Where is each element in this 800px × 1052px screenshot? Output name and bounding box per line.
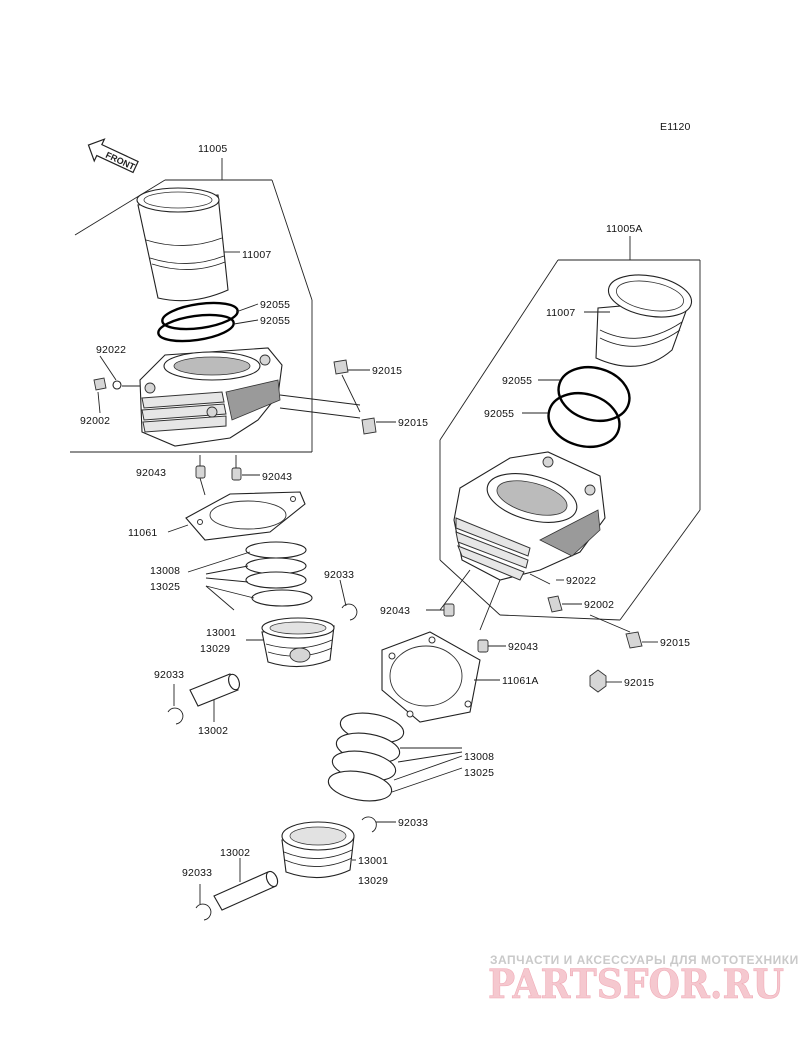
diagram-code: E1120 xyxy=(660,121,691,133)
left-o-rings xyxy=(157,301,239,343)
right-bolt-92002 xyxy=(547,595,563,613)
label-11007-left: 11007 xyxy=(242,249,271,261)
left-piston-pin xyxy=(189,673,240,707)
left-dowels xyxy=(195,465,242,481)
right-nut-92015-lower xyxy=(589,669,607,693)
right-piston-pin xyxy=(213,870,279,911)
label-92015-left-2: 92015 xyxy=(398,417,428,429)
left-nut-92015-lower xyxy=(361,417,377,435)
label-13001-right: 13001 xyxy=(358,855,388,867)
label-13025-left: 13025 xyxy=(150,581,180,593)
left-circlip-lower xyxy=(167,707,184,725)
right-base-gasket xyxy=(381,631,481,723)
right-o-rings xyxy=(547,366,631,448)
label-92043-left-1: 92043 xyxy=(136,467,166,479)
label-13002-right: 13002 xyxy=(220,847,250,859)
front-arrow-icon: FRONT xyxy=(87,138,139,174)
label-92022-left: 92022 xyxy=(96,344,126,356)
label-92055-left-2: 92055 xyxy=(260,315,290,327)
left-base-gasket xyxy=(185,491,306,541)
label-13029-right: 13029 xyxy=(358,875,388,887)
label-92055-right-2: 92055 xyxy=(484,408,514,420)
label-92043-right-2: 92043 xyxy=(508,641,538,653)
label-13001-left: 13001 xyxy=(206,627,236,639)
label-92043-right-1: 92043 xyxy=(380,605,410,617)
left-circlip-upper xyxy=(341,603,358,621)
label-92015-left-1: 92015 xyxy=(372,365,402,377)
label-92033-right-2: 92033 xyxy=(182,867,212,879)
label-92033-left-2: 92033 xyxy=(154,669,184,681)
left-nut-92015-upper xyxy=(333,359,349,375)
label-11005: 11005 xyxy=(198,143,227,155)
left-cylinder-block xyxy=(139,347,283,447)
label-92002-right: 92002 xyxy=(584,599,614,611)
label-13002-left: 13002 xyxy=(198,725,228,737)
left-bolt-92002 xyxy=(93,377,122,391)
right-cylinder-block xyxy=(453,451,606,581)
label-92015-right-1: 92015 xyxy=(660,637,690,649)
watermark-tagline: ЗАПЧАСТИ И АКСЕССУАРЫ ДЛЯ МОТОТЕХНИКИ xyxy=(490,953,799,967)
label-13029-left: 13029 xyxy=(200,643,230,655)
label-92033-right-1: 92033 xyxy=(398,817,428,829)
right-cylinder-sleeve xyxy=(595,274,693,367)
label-11061: 11061 xyxy=(128,527,157,539)
label-92033-left-1: 92033 xyxy=(324,569,354,581)
label-13025-right: 13025 xyxy=(464,767,494,779)
label-92002-left: 92002 xyxy=(80,415,110,427)
left-piston-rings xyxy=(245,541,313,607)
label-92043-left-2: 92043 xyxy=(262,471,292,483)
left-group-frame xyxy=(70,158,313,453)
left-cylinder-sleeve xyxy=(136,187,229,302)
right-bolt-92022 xyxy=(529,573,551,585)
label-11061A: 11061A xyxy=(502,675,539,687)
label-11005A: 11005A xyxy=(606,223,643,235)
right-nut-92015-upper xyxy=(625,631,643,649)
right-piston xyxy=(281,821,355,879)
label-92055-left-1: 92055 xyxy=(260,299,290,311)
right-circlip-upper xyxy=(361,816,377,833)
label-11007-right: 11007 xyxy=(546,307,575,319)
right-piston-rings xyxy=(327,712,405,802)
label-92015-right-2: 92015 xyxy=(624,677,654,689)
right-circlip-lower xyxy=(195,903,212,921)
left-piston xyxy=(261,617,335,668)
watermark-logo: PARTSFOR.RU xyxy=(488,961,784,1008)
label-13008-left: 13008 xyxy=(150,565,180,577)
label-92022-right: 92022 xyxy=(566,575,596,587)
label-13008-right: 13008 xyxy=(464,751,494,763)
label-92055-right-1: 92055 xyxy=(502,375,532,387)
